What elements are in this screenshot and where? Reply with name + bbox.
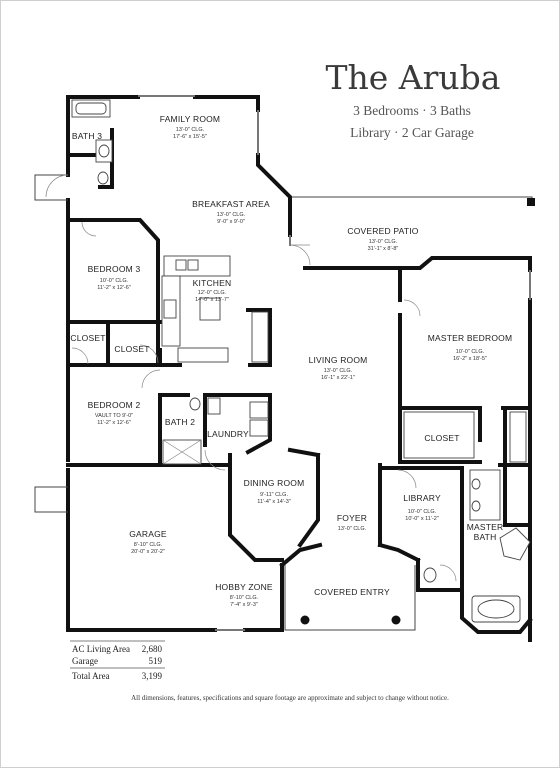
dim-library-size: 10'-0" x 11'-2" [405,516,438,522]
area-summary: AC Living Area 2,680 Garage 519 Total Ar… [70,640,165,681]
plan-subtitle-2: Library · 2 Car Garage [350,125,474,140]
area-label-garage: Garage [72,656,98,666]
label-covered-patio: COVERED PATIO [347,226,418,236]
dim-bedroom3-clg: 10'-0" CLG. [100,278,129,284]
label-hobby-zone: HOBBY ZONE [215,582,273,592]
label-bath2: BATH 2 [165,417,195,427]
dim-patio-size: 31'-1" x 8'-8" [368,246,399,252]
dim-master-bedroom-clg: 10'-0" CLG. [456,349,485,355]
plan-title: The Aruba [326,58,501,97]
label-closet-mid: CLOSET [114,344,149,354]
label-kitchen: KITCHEN [193,278,232,288]
dim-foyer-clg: 13'-0" CLG. [338,526,367,532]
door-swings [71,221,457,582]
dim-bedroom3-size: 11'-2" x 12'-6" [97,285,130,291]
label-closet-master: CLOSET [424,433,459,443]
dim-patio-clg: 13'-0" CLG. [369,239,398,245]
area-value-ac: 2,680 [142,644,163,654]
label-foyer: FOYER [337,513,367,523]
dim-living-clg: 13'-0" CLG. [324,368,353,374]
dim-breakfast-size: 9'-0" x 9'-0" [217,219,245,225]
label-closet-left: CLOSET [70,333,105,343]
dim-family-room-clg: 13'-0" CLG. [176,127,205,133]
label-dining-room: DINING ROOM [244,478,305,488]
dim-breakfast-clg: 13'-0" CLG. [217,212,246,218]
label-bath3: BATH 3 [72,131,102,141]
disclaimer: All dimensions, features, specifications… [131,694,449,702]
label-master-bath-1: MASTER [467,522,504,532]
area-value-total: 3,199 [142,671,163,681]
label-library: LIBRARY [403,493,441,503]
dim-bedroom2-clg: VAULT TO 9'-0" [95,413,133,419]
dim-library-clg: 10'-0" CLG. [408,509,437,515]
dim-dining-size: 11'-4" x 14'-3" [257,499,290,505]
dim-kitchen-size: 14'-0" x 13'-7" [195,297,229,303]
dim-dining-clg: 9'-11" CLG. [260,492,288,498]
area-value-garage: 519 [149,656,163,666]
area-label-total: Total Area [72,671,110,681]
dim-living-size: 16'-1" x 22'-1" [321,375,355,381]
dim-master-bedroom-size: 16'-2" x 18'-5" [453,356,487,362]
label-breakfast-area: BREAKFAST AREA [192,199,270,209]
label-master-bath-2: BATH [474,532,497,542]
dim-family-room-size: 17'-6" x 15'-5" [173,134,207,140]
room-labels: FAMILY ROOM 13'-0" CLG. 17'-6" x 15'-5" … [70,114,512,608]
label-bedroom2: BEDROOM 2 [88,400,141,410]
dim-hobby-clg: 8'-10" CLG. [230,595,259,601]
exterior-door-stubs [34,174,69,513]
label-laundry: LAUNDRY [207,429,249,439]
label-covered-entry: COVERED ENTRY [314,587,390,597]
label-living-room: LIVING ROOM [309,355,368,365]
dim-bedroom2-size: 11'-2" x 12'-6" [97,420,130,426]
dim-kitchen-clg: 12'-0" CLG. [198,290,227,296]
interior-walls [66,128,532,592]
dim-garage-size: 20'-0" x 20'-2" [131,549,165,555]
fixtures [71,99,531,631]
exterior-walls [66,95,533,642]
dim-garage-clg: 8'-10" CLG. [134,542,163,548]
label-family-room: FAMILY ROOM [160,114,220,124]
area-label-ac: AC Living Area [72,644,130,654]
label-garage: GARAGE [129,529,167,539]
label-master-bedroom: MASTER BEDROOM [428,333,513,343]
dim-hobby-size: 7'-4" x 9'-3" [230,602,258,608]
windows [138,95,531,631]
plan-subtitle-1: 3 Bedrooms · 3 Baths [353,103,471,118]
label-bedroom3: BEDROOM 3 [88,264,141,274]
